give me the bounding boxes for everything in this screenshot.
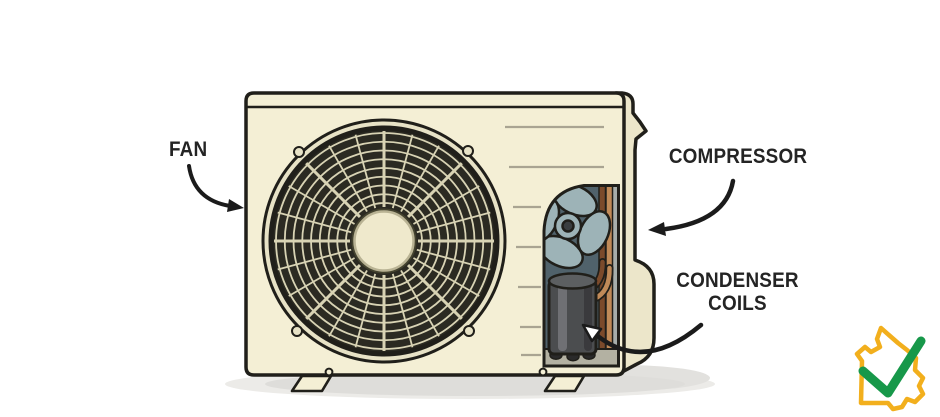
vent-slits: [505, 125, 604, 357]
label-condenser-line1: CONDENSER: [676, 269, 799, 292]
compressor-arrow: [648, 178, 736, 236]
fan-hub-ring: [351, 208, 417, 274]
approval-badge: [854, 325, 926, 412]
compressor-top: [547, 272, 598, 290]
condenser-coils-arrow: [581, 322, 704, 355]
compartment-fan-blade: [544, 185, 612, 270]
compartment: [542, 184, 620, 368]
unit-feet: [290, 374, 586, 393]
fan-grille-lines: [274, 131, 494, 351]
checkmark-icon: [858, 336, 926, 398]
blade-hub-center: [561, 219, 575, 233]
right-foot: [543, 374, 586, 393]
label-condenser-line2: COILS: [708, 292, 767, 315]
fan-rim-screws: [291, 145, 475, 337]
fan-arrow: [187, 164, 244, 212]
fan-assembly: [261, 118, 507, 364]
left-foot: [290, 374, 333, 393]
compartment-frame: [542, 184, 620, 368]
annotation-arrows: [187, 164, 736, 355]
label-compressor: COMPRESSOR: [668, 145, 808, 168]
label-condenser-coils: CONDENSER COILS: [663, 269, 812, 315]
compressor-highlight: [558, 284, 567, 351]
bottom-screws: [324, 367, 548, 377]
fan-hub: [353, 210, 415, 272]
label-fan: FAN: [169, 138, 208, 161]
